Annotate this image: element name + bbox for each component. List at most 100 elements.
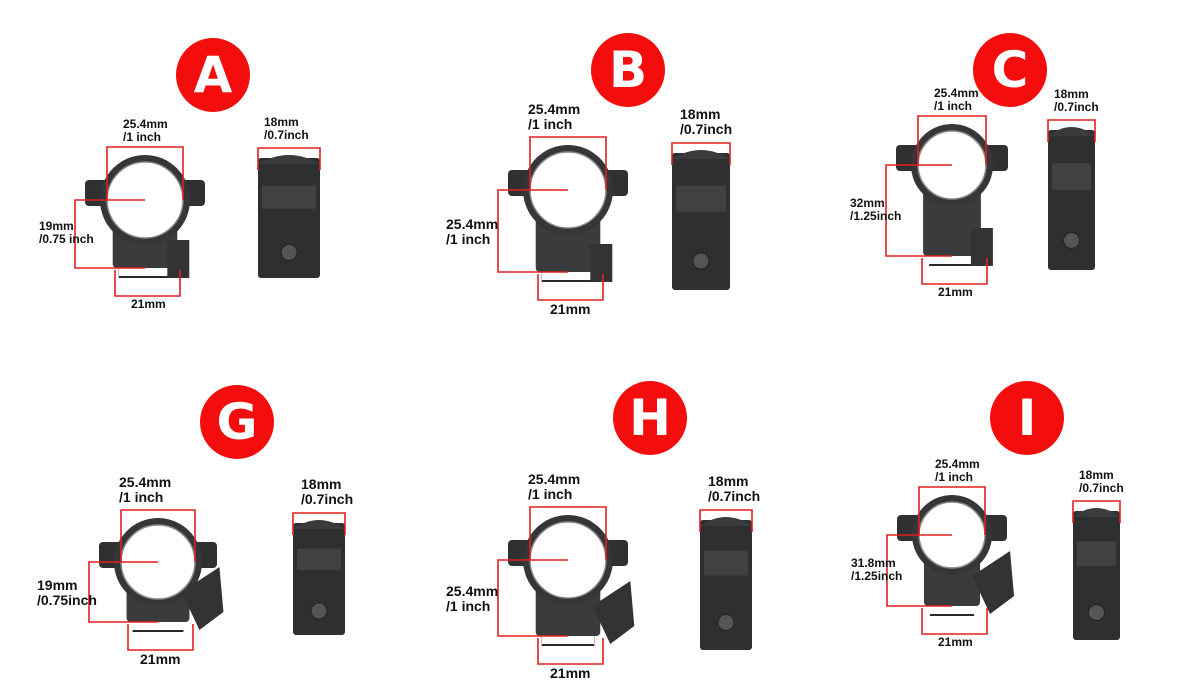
height-dimension-line (497, 559, 568, 637)
width-label: 18mm/0.7inch (1079, 469, 1124, 495)
side-view-clamp (262, 185, 316, 209)
model-badge: C (973, 33, 1047, 107)
height-dimension-line (88, 561, 158, 623)
side-view-ring-top (293, 520, 345, 529)
base-label: 21mm (140, 652, 180, 667)
width-dimension-line (699, 509, 753, 532)
diameter-label: 25.4mm/1 inch (934, 87, 979, 113)
screw-icon (717, 613, 735, 631)
diameter-dimension-line (106, 146, 184, 200)
width-label-line: 18mm (680, 106, 721, 122)
side-view-clamp (1077, 541, 1116, 567)
base-label-line: 21mm (131, 297, 166, 311)
width-dimension-line (1047, 119, 1096, 142)
width-label: 18mm/0.7inch (1054, 88, 1099, 114)
panel-a (74, 146, 321, 297)
width-dimension-line (1072, 500, 1121, 523)
side-view-body (1048, 130, 1095, 270)
screw-icon (1088, 604, 1105, 622)
width-dimension-line (292, 512, 346, 535)
height-label: 25.4mm/1 inch (446, 217, 498, 247)
height-label: 31.8mm/1.25inch (851, 555, 903, 583)
diameter-label-line: /1 inch (935, 470, 974, 484)
side-view-ring-top (258, 155, 320, 164)
rail-slot (542, 636, 594, 644)
panel-c (885, 115, 1096, 285)
side-view-clamp (1052, 163, 1091, 191)
side-view-clamp (676, 185, 726, 212)
rail-slot (119, 268, 171, 276)
quick-release-lever (592, 581, 635, 644)
base-dimension-line (921, 258, 988, 285)
diameter-dimension-line (918, 486, 986, 535)
screw-icon (692, 252, 710, 270)
side-view-ring-top (672, 150, 730, 159)
diameter-label-line: 25.4mm (528, 101, 581, 117)
base-label-line: 21mm (938, 635, 973, 649)
base-label: 21mm (938, 286, 973, 299)
model-badge: G (200, 385, 274, 459)
base-label: 21mm (550, 302, 590, 317)
base-dimension-line (921, 608, 988, 635)
model-badge: B (591, 33, 665, 107)
quick-release-lever (972, 551, 1015, 614)
width-label-line: 18mm (708, 473, 749, 489)
base-label: 21mm (131, 298, 166, 311)
diameter-label-line: /1 inch (119, 489, 164, 505)
diameter-label-line: 25.4mm (119, 474, 172, 490)
rail-slot (926, 256, 978, 264)
base-label-line: 21mm (550, 301, 591, 317)
side-view-clamp (297, 548, 341, 571)
screw-icon (280, 243, 298, 261)
height-label-line: 25.4mm (446, 583, 499, 599)
width-label: 18mm/0.7inch (680, 107, 732, 137)
base-label-line: 21mm (938, 285, 973, 299)
diameter-label-line: 25.4mm (123, 117, 168, 131)
diameter-label: 25.4mm/1 inch (935, 458, 980, 484)
width-label-line: 18mm (1079, 468, 1114, 482)
width-dimension-line (257, 147, 321, 170)
width-label-line: /0.7inch (301, 491, 354, 507)
model-badge: A (176, 38, 250, 112)
width-dimension-line (671, 142, 731, 165)
model-badge: I (990, 381, 1064, 455)
diameter-dimension-line (529, 506, 607, 560)
diameter-label-line: /1 inch (528, 116, 573, 132)
height-label-line: 32mm (850, 195, 885, 210)
side-view-ring-top (700, 517, 752, 526)
diameter-label-line: 25.4mm (934, 86, 979, 100)
width-label: 18mm/0.7inch (301, 477, 353, 507)
panel-i (886, 486, 1121, 640)
diameter-label-line: /1 inch (123, 130, 162, 144)
base-label: 21mm (938, 636, 973, 649)
width-label-line: /0.7inch (708, 488, 761, 504)
diameter-label: 25.4mm/1 inch (528, 472, 580, 502)
height-label-line: 19mm (37, 577, 78, 593)
height-label: 25.4mm/1 inch (446, 584, 498, 614)
height-label-line: /1.25inch (851, 568, 903, 583)
height-label-line: /1 inch (446, 231, 491, 247)
width-label-line: 18mm (301, 476, 342, 492)
height-dimension-line (885, 164, 952, 257)
base-dimension-line (114, 270, 181, 297)
model-badge: H (613, 381, 687, 455)
base-label: 21mm (550, 666, 590, 681)
diameter-label: 25.4mm/1 inch (528, 102, 580, 132)
height-label: 19mm/0.75inch (37, 578, 97, 608)
side-view-ring-top (1073, 508, 1120, 517)
base-label-line: 21mm (140, 651, 181, 667)
height-label-line: /1 inch (446, 598, 491, 614)
screw-icon (1063, 231, 1080, 249)
height-label-line: /0.75inch (37, 592, 97, 608)
width-label: 18mm/0.7inch (264, 116, 309, 142)
base-dimension-line (127, 624, 194, 651)
side-view-clamp (704, 550, 748, 576)
base-dimension-line (537, 638, 604, 665)
diameter-dimension-line (529, 136, 607, 190)
diameter-dimension-line (120, 509, 196, 562)
height-label-line: 31.8mm (851, 555, 896, 570)
height-dimension-line (74, 199, 145, 269)
height-label-line: 19mm (39, 219, 74, 233)
panel-b (497, 136, 731, 301)
